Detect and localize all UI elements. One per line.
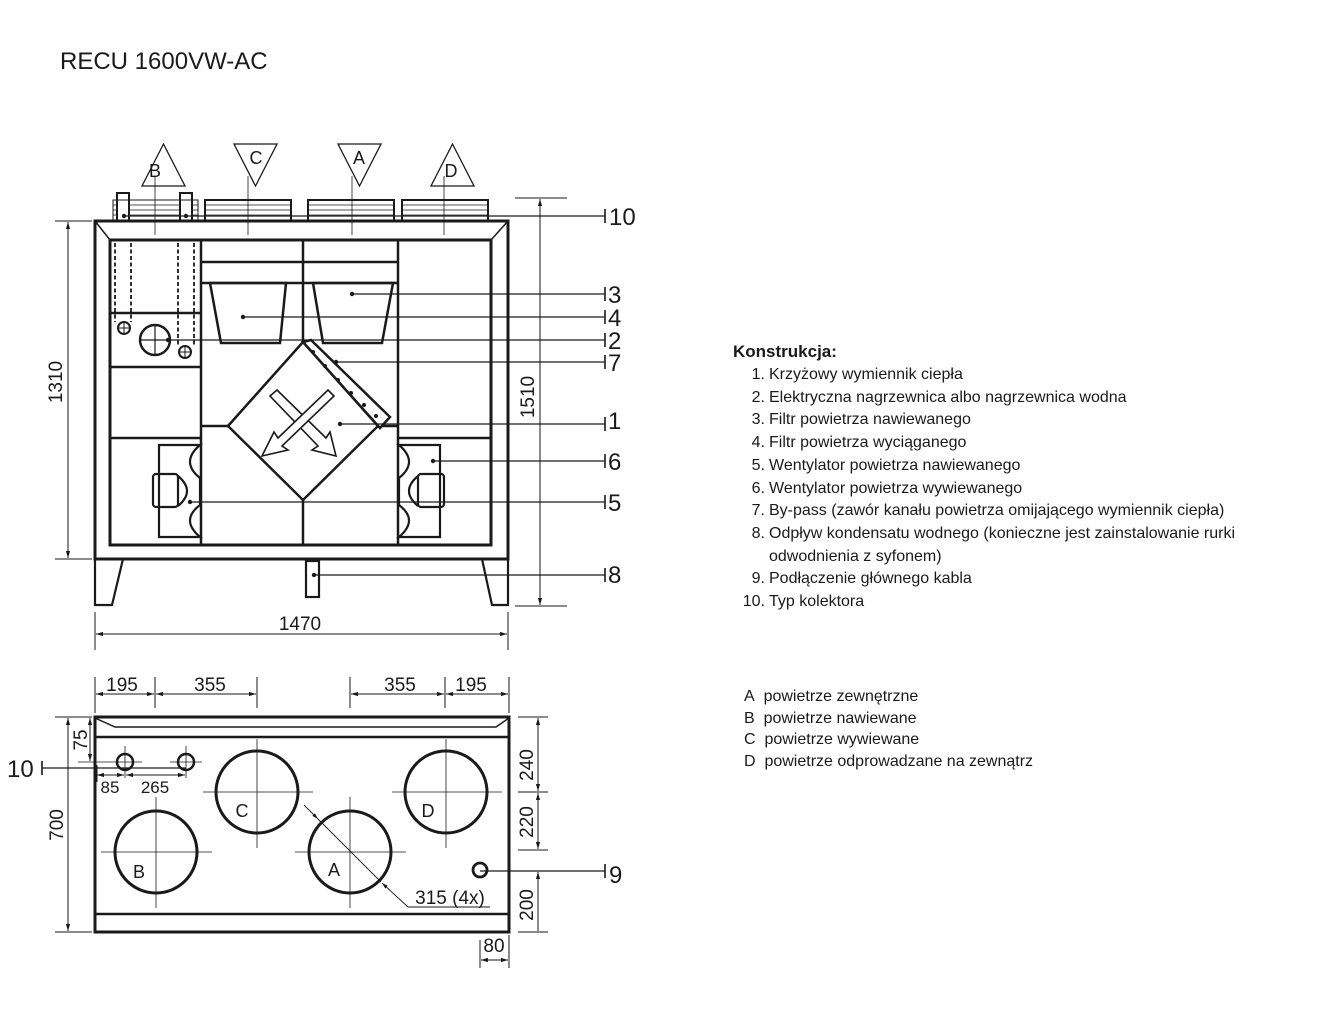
list-item: 3.Filtr powietrza nawiewanego [751,411,971,429]
callout-1: 1 [608,408,621,435]
construction-legend: Konstrukcja: 1.Krzyżowy wymiennik ciepła… [733,342,1313,614]
dim-355-right: 355 [384,675,416,696]
duct-d [403,749,489,835]
filter-supply [311,281,395,345]
label-d: D [422,801,435,821]
callout-8: 8 [608,562,621,589]
list-item: A powietrze zewnętrzne [744,688,919,705]
triangle-a [336,143,383,188]
supply-fan [151,443,203,539]
list-item: D powietrze odprowadzane na zewnątrz [744,753,1034,771]
label-b: B [133,862,145,882]
dim-1310: 1310 [46,361,67,403]
triangle-c [232,143,279,188]
list-item: C powietrze wywiewane [744,731,920,749]
callout-3: 3 [608,282,621,309]
bypass-damper [300,338,392,430]
front-view-labels: B C A D 10 3 4 2 7 1 6 5 8 1310 1510 147… [46,148,636,635]
list-item: 9.Podłączenie głównego kabla [751,570,972,588]
list-item: 7.By-pass (zawór kanału powietrza omijaj… [751,502,1225,520]
airflow-legend: A powietrze zewnętrzne B powietrze nawie… [744,686,1033,773]
list-item: 6.Wentylator powietrza wywiewanego [751,479,1023,497]
dim-355-left: 355 [194,675,226,696]
list-item: 8.Odpływ kondensatu wodnego (konieczne j… [751,524,1236,565]
dim-80: 80 [483,936,504,957]
dim-75: 75 [71,729,92,750]
dim-220: 220 [517,806,538,838]
duct-collars [112,192,489,222]
callout-9: 9 [609,862,622,889]
list-item: 2.Elektryczna nagrzewnica albo nagrzewni… [751,388,1127,406]
list-item: 1.Krzyżowy wymiennik ciepła [751,366,963,383]
dim-200: 200 [517,889,538,921]
list-item: 4.Filtr powietrza wyciąganego [751,434,967,452]
extract-fan [396,443,446,539]
duct-b [113,809,199,895]
dim-85: 85 [101,778,120,797]
callout-4: 4 [608,305,621,332]
airflow-arrows-icon [260,388,338,458]
dim-195-right: 195 [455,675,487,696]
dim-1510: 1510 [518,376,539,418]
filter-extract [208,281,288,345]
list-item: 10.Typ kolektora [742,593,865,611]
condensate-drain [304,559,321,599]
triangle-d [429,142,476,187]
dim-diameter: 315 (4x) [415,888,485,909]
heater-elements [114,243,195,345]
label-b: B [149,161,161,181]
dim-1470: 1470 [279,614,321,635]
top-view-labels: C D B A 195 355 355 195 75 700 85 265 24… [7,675,622,957]
list-item: B powietrze nawiewane [744,709,917,727]
callout-6: 6 [608,449,621,476]
label-d: D [445,161,458,181]
label-c: C [236,801,249,821]
leg-right [480,557,510,607]
unit-body [93,219,510,561]
dim-265: 265 [141,778,169,797]
top-view [41,677,606,968]
callout-2: 2 [608,328,621,355]
dim-195-left: 195 [106,675,138,696]
callout-10: 10 [7,756,34,783]
callout-5: 5 [608,490,621,517]
front-view [55,142,606,650]
dim-700: 700 [47,809,68,841]
duct-a [307,809,393,895]
drawing-title: RECU 1600VW-AC [60,48,268,75]
unit-top [93,715,511,934]
legend-heading: Konstrukcja: [733,342,837,361]
leg-left [93,557,125,607]
label-c: C [250,148,263,168]
label-a: A [328,860,340,880]
callout-10: 10 [609,204,636,231]
label-a: A [353,148,365,168]
cable-port [471,861,489,879]
callout-7: 7 [608,350,621,377]
triangle-b [140,142,187,187]
duct-c [214,749,300,835]
connection-triangles [140,142,476,188]
collector-port [176,752,196,772]
collector-port [115,752,135,772]
list-item: 5.Wentylator powietrza nawiewanego [751,456,1021,474]
dim-240: 240 [517,749,538,781]
